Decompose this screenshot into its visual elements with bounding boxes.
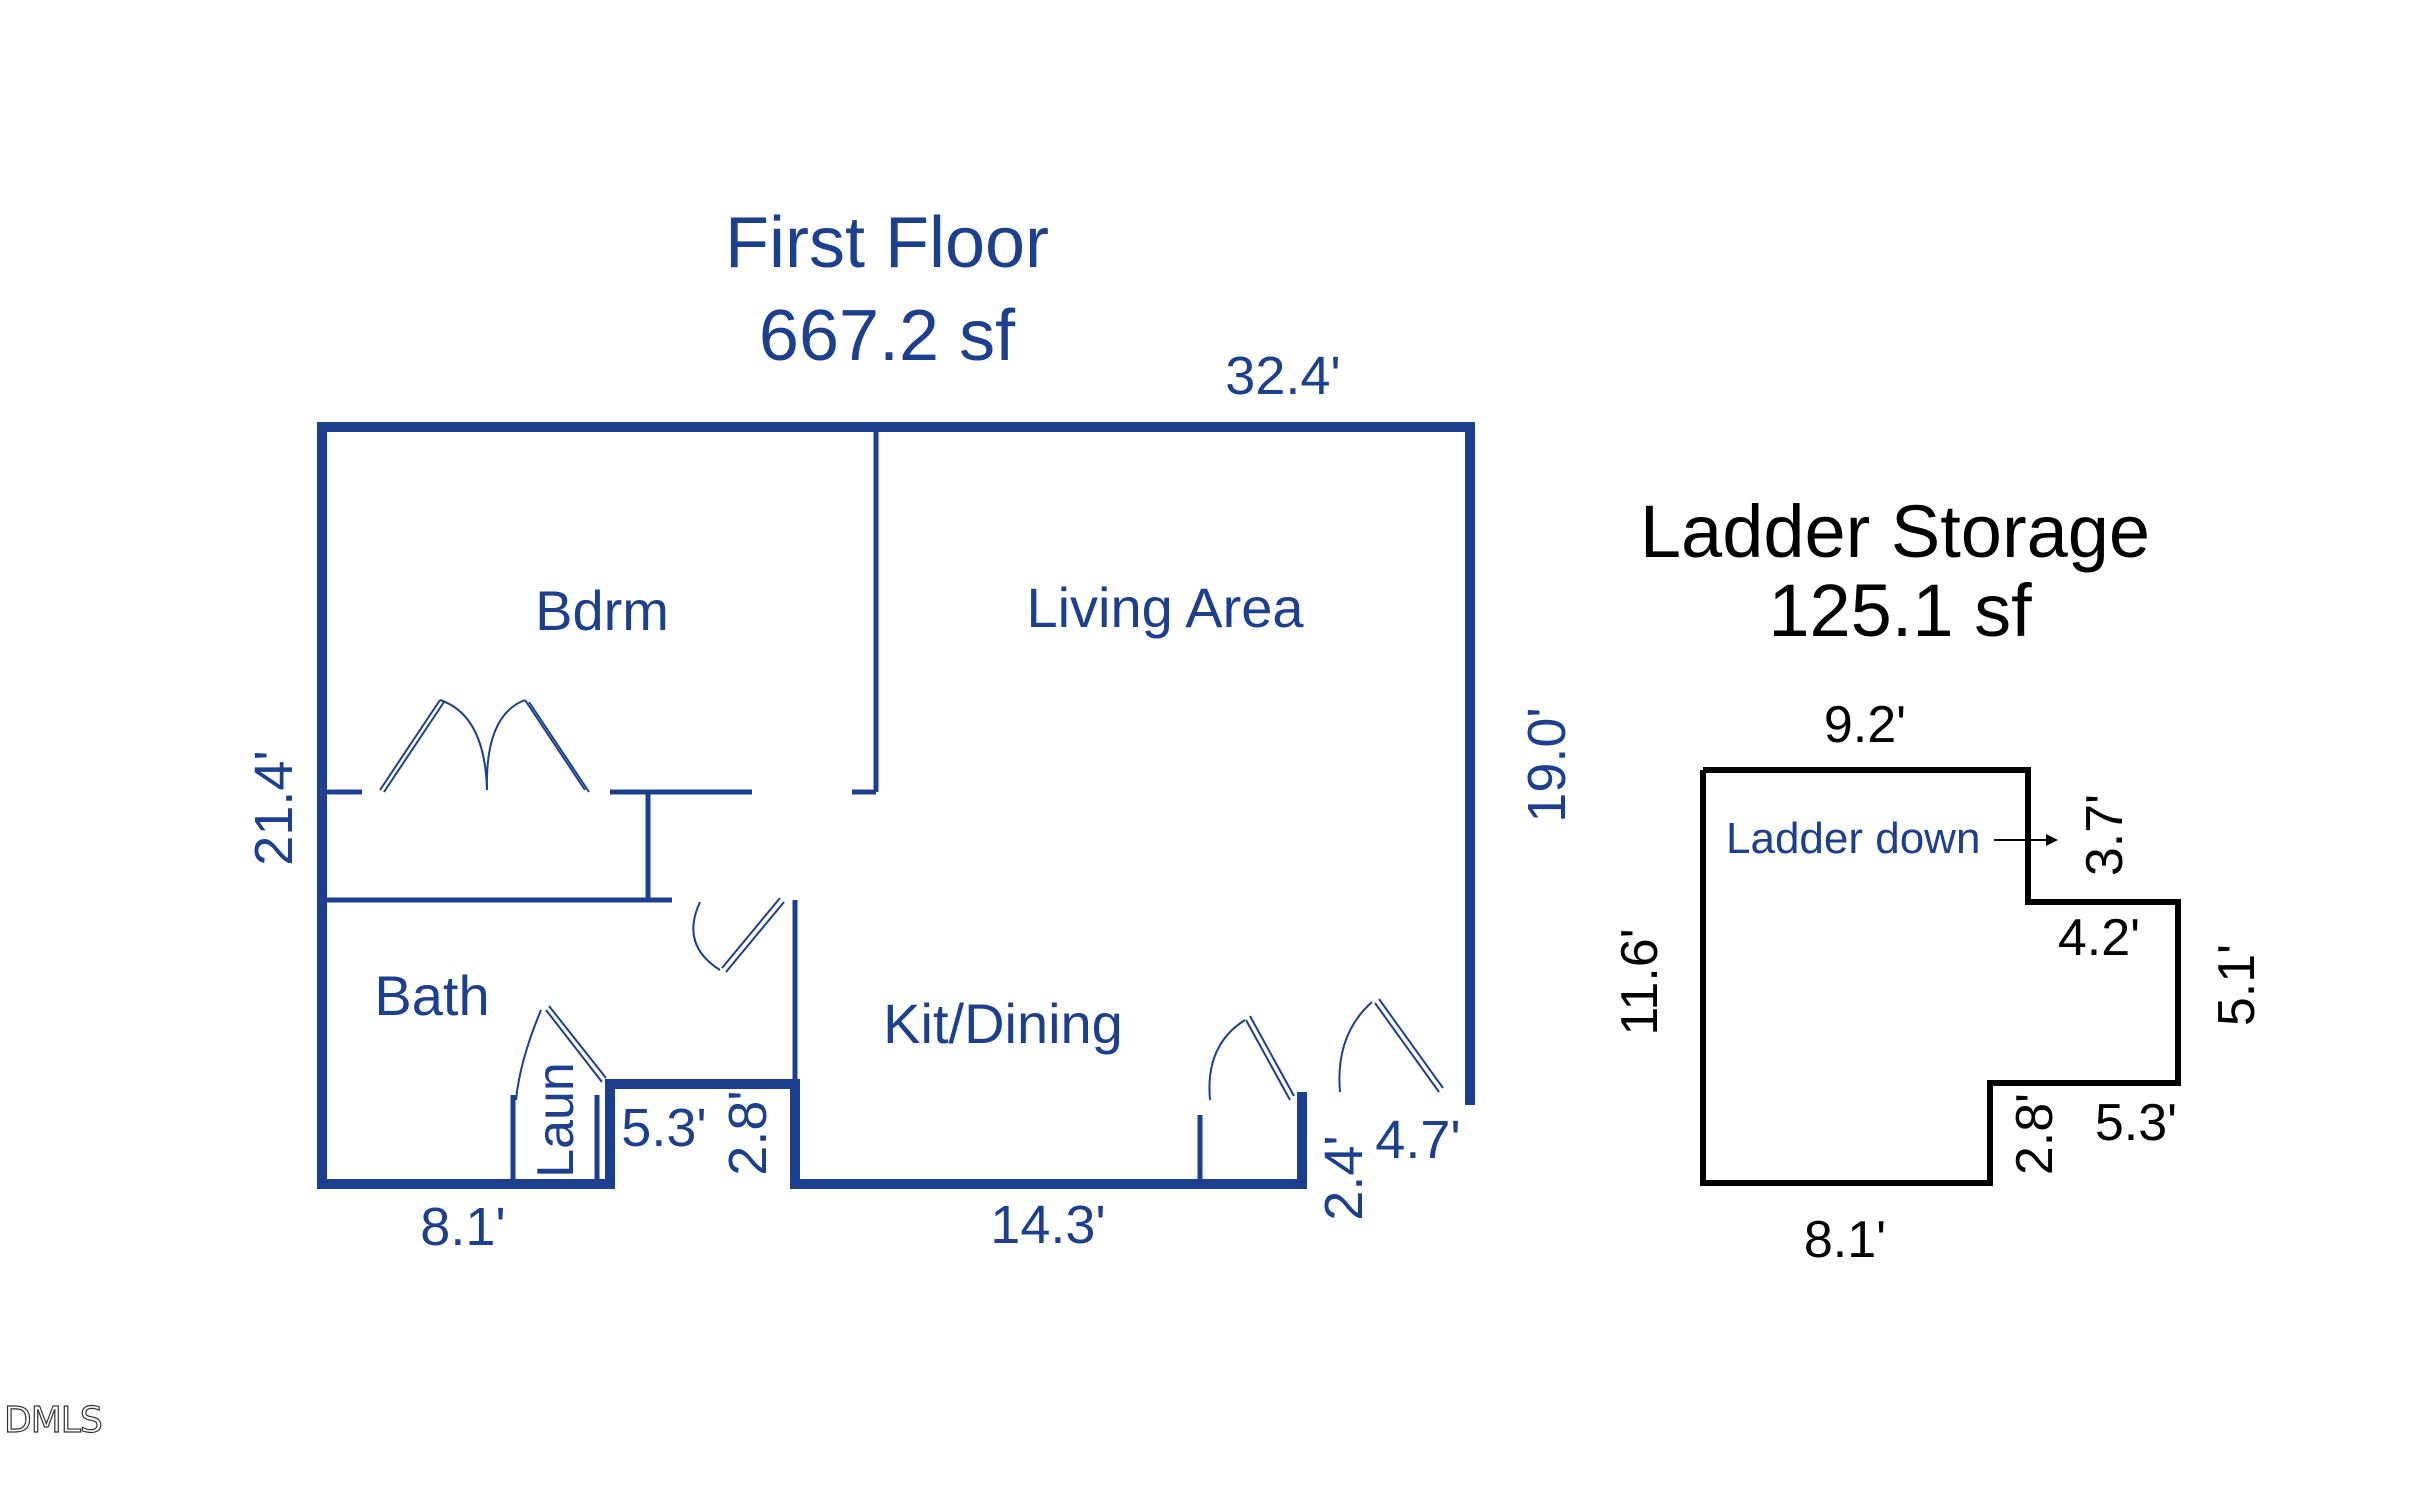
dim-notch-width: 5.3' [621,1098,706,1158]
ls-dim-bottom: 8.1' [1804,1211,1886,1269]
first-floor-doors [377,698,1444,1101]
exterior-door [1338,998,1444,1093]
ladder-storage-plan: Ladder Storage 125.1 sf Ladder down 9.2'… [1611,490,2266,1269]
room-label-bath: Bath [374,964,489,1027]
room-label-living: Living Area [1026,576,1304,639]
dim-left: 21.4' [244,750,304,865]
ladder-storage-walls [1700,767,2181,1186]
dim-notch-depth: 2.8' [718,1090,778,1175]
first-floor-exterior-walls [317,422,1475,1189]
dim-bottom-mid: 14.3' [990,1195,1105,1255]
ls-dim-right: 5.1' [2208,944,2266,1026]
dim-top: 32.4' [1225,346,1340,406]
ls-dim-left: 11.6' [1611,928,1669,1035]
exterior-wall-main [317,422,1475,1189]
ls-dim-top: 9.2' [1824,696,1906,754]
first-floor-title: First Floor [725,203,1049,283]
dim-step-width: 4.7' [1375,1110,1460,1170]
dim-bottom-left: 8.1' [420,1197,505,1257]
watermark-logo: DMLS [4,1400,102,1441]
ls-dim-notch-depth: 2.8' [2006,1093,2064,1175]
kitchen-door [1208,1015,1295,1101]
closet-bifold-door [377,698,590,793]
room-label-kitchen: Kit/Dining [883,992,1123,1055]
room-label-laundry: Laun [527,1062,585,1178]
laundry-door [515,1005,607,1101]
ls-dim-ledge: 4.2' [2058,909,2140,967]
room-label-bedroom: Bdrm [535,579,669,642]
ladder-storage-title: Ladder Storage [1640,490,2150,573]
ls-dim-upper-right: 3.7' [2076,794,2134,876]
bath-door [692,897,785,973]
ladder-down-note: Ladder down [1726,814,1980,863]
ladder-down-arrow-icon [1994,834,2058,846]
ladder-storage-area: 125.1 sf [1768,569,2032,652]
dim-step-height: 2.4' [1314,1135,1374,1220]
first-floor-plan: First Floor 667.2 sf [244,203,1577,1257]
dim-right: 19.0' [1517,707,1577,822]
first-floor-area: 667.2 sf [759,296,1016,376]
first-floor-interior-walls [322,427,1203,1184]
ls-dim-notch-width: 5.3' [2095,1094,2177,1152]
